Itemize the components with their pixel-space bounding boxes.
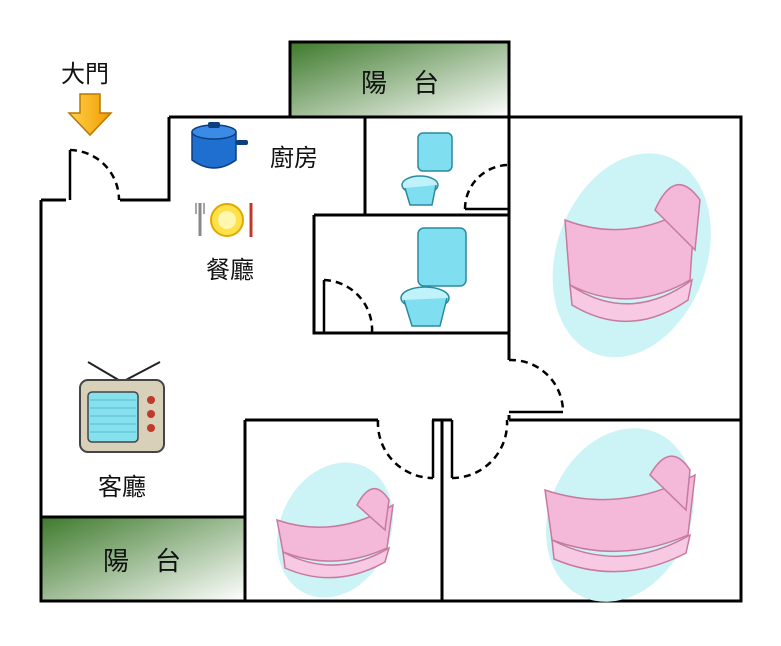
- balcony-top-label: 陽 台: [361, 69, 439, 99]
- cradle-icon: [544, 428, 696, 602]
- television-icon: [79, 361, 165, 453]
- interior-walls: [243, 117, 741, 601]
- arrow-down-icon: [67, 93, 113, 137]
- living-label: 客廳: [98, 473, 146, 501]
- cradle-icon: [276, 462, 394, 598]
- cradle-icon: [552, 153, 711, 358]
- balcony-bottom-label: 陽 台: [103, 547, 181, 577]
- entrance-door: [68, 148, 121, 201]
- cooking-pot-icon: [191, 122, 248, 169]
- plate-cutlery-icon: [195, 203, 253, 237]
- bedroom-bottom-left-door: [376, 419, 435, 480]
- toilet-icon: [400, 227, 467, 327]
- bedroom-right-top-door: [508, 358, 565, 414]
- dining-label: 餐廳: [206, 256, 254, 284]
- toilet-icon: [401, 132, 453, 206]
- bedroom-bottom-right-door: [450, 419, 509, 480]
- toilet-bottom-door: [322, 278, 374, 334]
- entrance-label: 大門: [61, 60, 109, 88]
- toilet-top-door: [463, 163, 510, 211]
- balcony-bottom: 陽 台: [39, 515, 247, 603]
- outer-wall: [39, 42, 743, 603]
- kitchen-label: 廚房: [270, 144, 318, 172]
- balcony-top: 陽 台: [288, 40, 511, 119]
